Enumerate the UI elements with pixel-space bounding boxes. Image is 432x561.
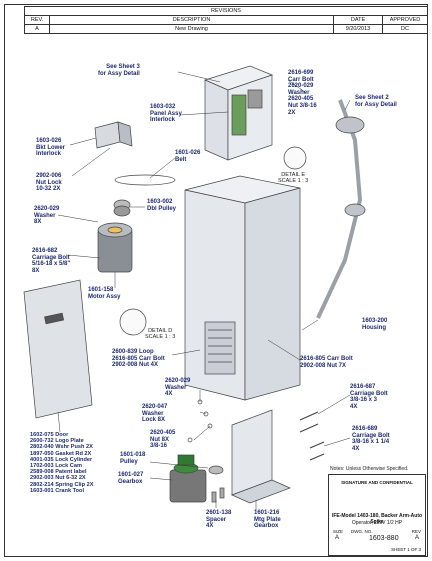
- detail-e-circle: [283, 146, 307, 170]
- callout-gearbox: 1601-027 Gearbox: [118, 472, 144, 485]
- callout-housing: 1603-200 Housing: [362, 318, 388, 331]
- callout-pulley: 1601-018 Pulley: [120, 452, 146, 465]
- revisions-table: REVISIONS REV. DESCRIPTION DATE APPROVED…: [24, 6, 428, 34]
- callout-washer-8x: 2620-029 Washer 8X: [34, 206, 60, 226]
- revisions-row: A New Drawing 9/20/2013 DC: [24, 24, 428, 34]
- callout-door-parts: 1602-075 Door 2600-732 Logo Plate 2802-0…: [30, 432, 94, 494]
- callout-washer-4x: 2620-029 Washer 4X: [165, 378, 191, 398]
- housing-part: [184, 175, 301, 401]
- leader-lines: [57, 71, 351, 512]
- detail-d-circle: [119, 308, 147, 336]
- size-value: A: [335, 535, 340, 541]
- door-part: [23, 279, 93, 419]
- title-block: SIGNATURE AND CONFIDENTIAL IFE-Model 140…: [328, 474, 426, 556]
- bracket-part: [94, 121, 133, 149]
- motor-part: [97, 222, 133, 273]
- title-block-company: SIGNATURE AND CONFIDENTIAL: [341, 480, 413, 485]
- approved-cell: DC: [382, 24, 428, 34]
- callout-sheet2: See Sheet 2 for Assy Detail: [355, 95, 397, 108]
- callout-nut-lock: 2902-006 Nut Lock 10-32 2X: [36, 173, 62, 193]
- callout-dbl-pulley: 1603-002 Dbl Pulley: [147, 199, 177, 212]
- dwg-no-value: 1603-880: [369, 535, 399, 542]
- rev-label: REV: [411, 529, 421, 534]
- callout-panel-assy: 1603-032 Panel Assy Interlock: [150, 104, 182, 124]
- callout-sheet3: See Sheet 3 for Assy Detail: [98, 64, 140, 77]
- callout-bracket: 1603-026 Bkt Lower Interlock: [36, 138, 66, 158]
- callout-nut-8x: 2620-405 Nut 8X 3/8-16: [150, 430, 176, 450]
- dwg-no-label: DWG. NO.: [351, 529, 373, 534]
- callout-belt: 1601-026 Belt: [175, 150, 201, 163]
- rev-value: A: [414, 535, 419, 541]
- detail-d-label: DETAIL D SCALE 1 : 3: [145, 328, 176, 340]
- spacer-part: [211, 487, 225, 503]
- pulley-part: [208, 465, 224, 475]
- panel-assy-part: [203, 65, 273, 161]
- backer-arm-part: [316, 99, 366, 319]
- callout-carriage-bolt-4x: 2616-689 Carriage Bolt 3/8-16 x 1 1/4 4X: [352, 426, 390, 452]
- callout-spacer: 2601-138 Spacer 4X: [206, 510, 232, 530]
- callout-lock-washer: 2620-047 Washer Lock 8X: [142, 404, 168, 424]
- callout-mtg-plate: 1601-216 Mtg Plate Gearbox: [254, 510, 281, 530]
- belt-part: [114, 174, 176, 186]
- title-block-subtitle: Operator, 115V 1/2 HP: [351, 520, 403, 526]
- title-block-title: IFE-Model 1403-180, Backer Arm-Auto Spik…: [331, 513, 423, 525]
- callout-carr-bolt-top: 2616-699 Carr Bolt 2620-029 Washer 2620-…: [288, 70, 317, 116]
- mount-plate-part: [231, 409, 291, 504]
- callout-loop: 2600-839 Loop 2616-805 Carr Bolt 2902-00…: [112, 349, 165, 369]
- double-pulley-part: [113, 199, 131, 217]
- detail-e-label: DETAIL E SCALE 1 : 3: [278, 172, 309, 184]
- bolts-part: [187, 399, 325, 461]
- sheet-number: SHEET 1 OF 3: [391, 547, 421, 552]
- general-notes: Notes: Unless Otherwise Specified.: [330, 466, 409, 472]
- callout-carr-bolt-7x: 2616-805 Carr Bolt 2902-008 Nut 7X: [300, 356, 353, 369]
- callout-carriage-bolt-8x: 2616-682 Carriage Bolt 5/16-18 x 5/8" 8X: [32, 248, 71, 274]
- drawing-frame: [4, 4, 428, 557]
- gearbox-part: [169, 454, 207, 503]
- callout-carriage-bolt-3x: 2616-687 Carriage Bolt 3/8-16 x 3 4X: [350, 384, 388, 410]
- callout-motor: 1601-158 Motor Assy: [88, 287, 121, 300]
- size-label: SIZE: [333, 529, 344, 534]
